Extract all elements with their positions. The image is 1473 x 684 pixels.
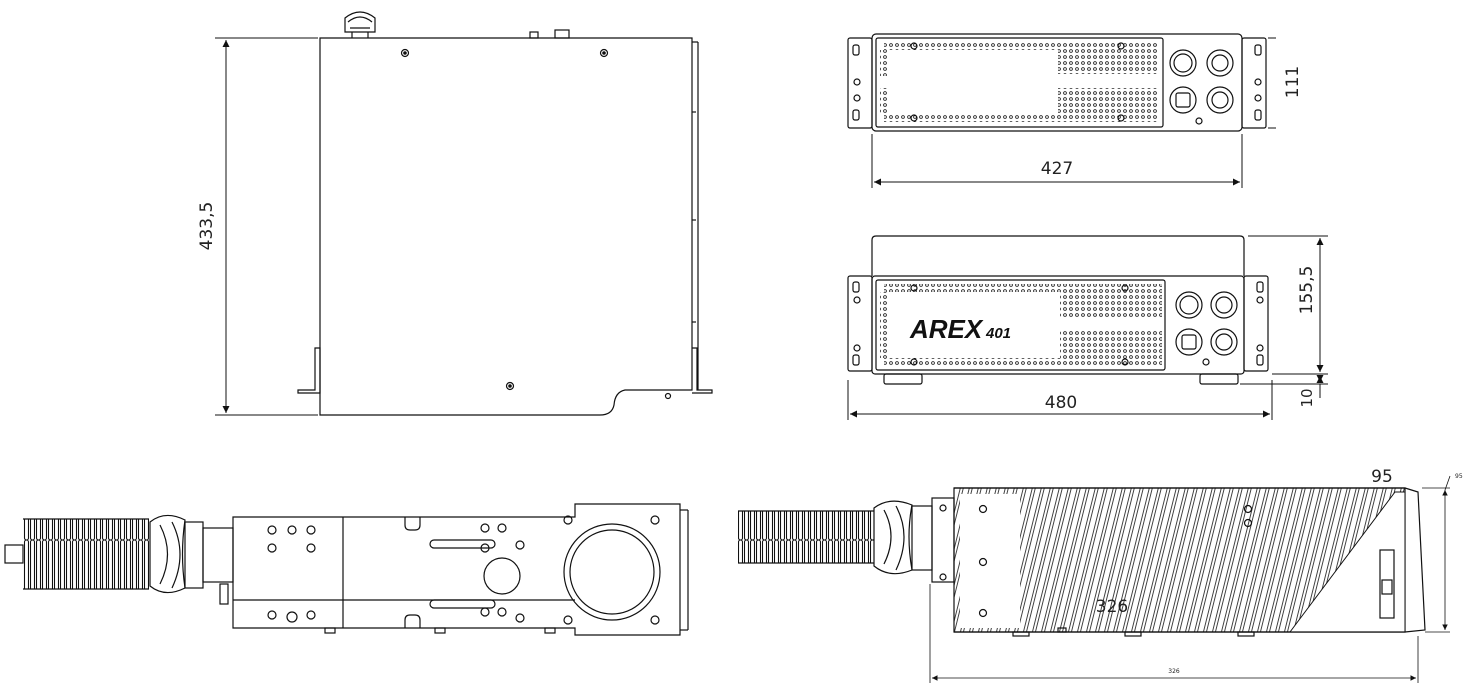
dimension-side-height: [215, 37, 318, 416]
connector-b: [1206, 49, 1234, 77]
foot-height-label: 10: [1298, 388, 1316, 407]
scan-head-length-small: 326: [1168, 668, 1180, 675]
top-connector: [344, 11, 376, 33]
scan-head-bottom-view: [4, 503, 689, 636]
logo-brand: AREX: [909, 314, 984, 344]
connector-d: [1206, 86, 1234, 114]
front-view-small: [847, 33, 1267, 132]
dimension-scan-head: [929, 475, 1451, 683]
dimension-small-width: [871, 37, 1276, 188]
scan-head-side-view: [738, 487, 1426, 637]
side-view: [297, 11, 713, 416]
scan-head-height-label: 95: [1371, 467, 1393, 487]
arex-logo: AREX 401: [909, 314, 1011, 344]
dimension-large: [847, 235, 1328, 420]
side-height-label: 433,5: [197, 202, 217, 251]
lens-mount: [483, 557, 521, 595]
small-width-label: 427: [1041, 159, 1073, 179]
scan-head-height-small: 95: [1455, 473, 1463, 480]
small-height-label: 111: [1283, 66, 1303, 98]
connector-a: [1169, 49, 1197, 77]
large-height-label: 155,5: [1297, 266, 1317, 315]
lens-outer: [563, 523, 661, 621]
scan-head-length-label: 326: [1096, 597, 1128, 617]
connector-c: [1169, 86, 1197, 114]
logo-model: 401: [985, 325, 1011, 342]
front-view-large: [847, 235, 1269, 385]
lens-inner: [569, 529, 655, 615]
large-width-label: 480: [1045, 393, 1077, 413]
